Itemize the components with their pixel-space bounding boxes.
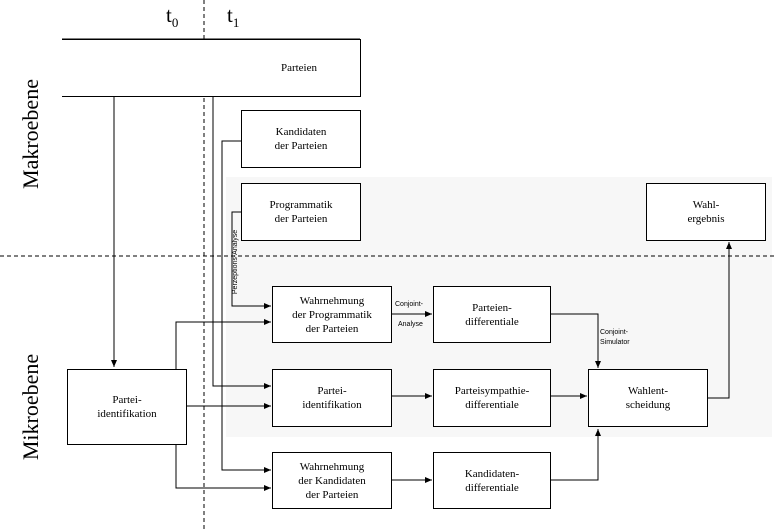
- box-parteien-differentiale: Parteien- differentiale: [433, 286, 551, 343]
- box-wahrnehmung-programmatik: Wahrnehmung der Programmatik der Parteie…: [272, 286, 392, 343]
- t1-letter: t: [227, 3, 233, 27]
- arrow-parteien-pid-mid: [212, 96, 271, 389]
- conjoint-label: Conjoint-: [395, 301, 424, 308]
- arrow-kandidatendiff-wahl: [551, 429, 601, 481]
- t1-label: t1: [227, 3, 239, 31]
- box-parteien: Parteien: [62, 39, 361, 97]
- macro-level-label: Makroebene: [18, 79, 43, 189]
- arrow-wahl-ergebnis: [708, 242, 732, 399]
- arrow-programmatik-wahrnehmung: [231, 211, 271, 309]
- conjoint-simulator-label-1: Conjoint-: [600, 329, 629, 336]
- box-kandidaten: Kandidaten der Parteien: [241, 110, 361, 168]
- perzeptions-analyse-label: Perzeptions-Analyse: [232, 229, 239, 295]
- box-wahlentscheidung: Wahlent- scheidung: [588, 369, 708, 427]
- t0-letter: t: [166, 3, 172, 27]
- box-pid-left: Partei- identifikation: [67, 369, 187, 445]
- arrow-kandidaten-wahrnehmung: [221, 140, 271, 473]
- conjoint-simulator-label-2: Simulator: [600, 339, 630, 346]
- analyse-label: Analyse: [398, 321, 423, 328]
- t0-label: t0: [166, 3, 178, 31]
- arrow-pid-left-wahrnehmung-prog: [175, 319, 271, 369]
- box-wahrnehmung-kandidaten: Wahrnehmung der Kandidaten der Parteien: [272, 452, 392, 509]
- arrow-pid-left-wahrnehmung-kand: [175, 444, 271, 491]
- box-parteisympathie-differentiale: Parteisympathie- differentiale: [433, 369, 551, 427]
- box-pid-mid: Partei- identifikation: [272, 369, 392, 427]
- box-programmatik: Programmatik der Parteien: [241, 183, 361, 241]
- t1-subscript: 1: [232, 15, 240, 31]
- box-wahlergebnis: Wahl- ergebnis: [646, 183, 766, 241]
- micro-level-label: Mikroebene: [18, 353, 43, 461]
- box-kandidaten-differentiale: Kandidaten- differentiale: [433, 452, 551, 509]
- arrow-parteiendiff-wahl: [551, 313, 601, 368]
- t0-subscript: 0: [171, 15, 179, 31]
